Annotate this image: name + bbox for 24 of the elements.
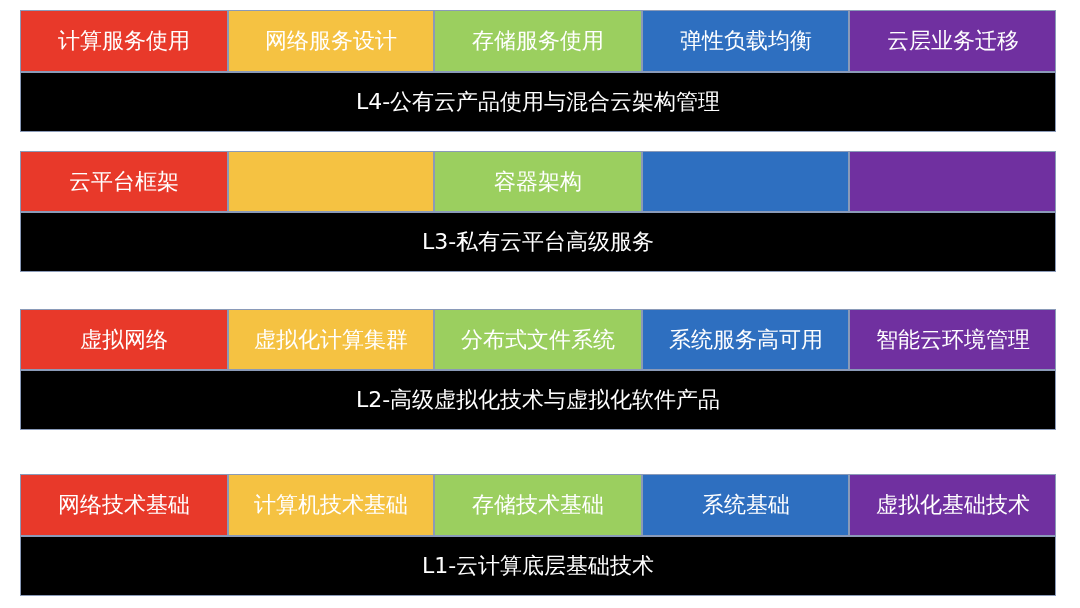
topic-box: 弹性负载均衡 xyxy=(642,10,849,72)
topic-box: 系统基础 xyxy=(642,474,849,536)
layer-bar: L4-公有云产品使用与混合云架构管理 xyxy=(20,72,1056,132)
topic-box: 虚拟化基础技术 xyxy=(849,474,1056,536)
topic-box: 智能云环境管理 xyxy=(849,309,1056,370)
layer-bar: L2-高级虚拟化技术与虚拟化软件产品 xyxy=(20,370,1056,430)
topic-box: 云平台框架 xyxy=(20,151,228,212)
topic-box: 容器架构 xyxy=(434,151,642,212)
layer-bar: L3-私有云平台高级服务 xyxy=(20,212,1056,272)
topic-box: 云层业务迁移 xyxy=(849,10,1056,72)
topic-box: 计算机技术基础 xyxy=(228,474,434,536)
topic-box: 计算服务使用 xyxy=(20,10,228,72)
topic-box: 网络技术基础 xyxy=(20,474,228,536)
topic-box xyxy=(849,151,1056,212)
topic-box: 存储技术基础 xyxy=(434,474,642,536)
topic-box xyxy=(228,151,434,212)
topic-box: 虚拟化计算集群 xyxy=(228,309,434,370)
layer-bar: L1-云计算底层基础技术 xyxy=(20,536,1056,596)
topic-box xyxy=(642,151,849,212)
topic-box: 存储服务使用 xyxy=(434,10,642,72)
topic-box: 网络服务设计 xyxy=(228,10,434,72)
topic-box: 分布式文件系统 xyxy=(434,309,642,370)
topic-box: 虚拟网络 xyxy=(20,309,228,370)
topic-box: 系统服务高可用 xyxy=(642,309,849,370)
